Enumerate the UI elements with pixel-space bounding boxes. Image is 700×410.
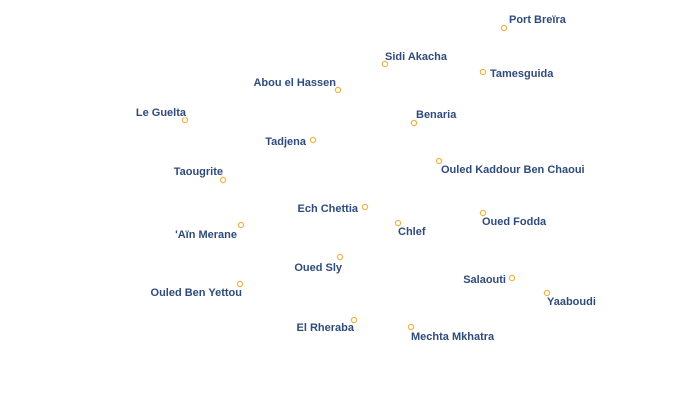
place-marker-yaaboudi[interactable] — [543, 289, 551, 297]
place-label-port-breira[interactable]: Port Breïra — [508, 13, 569, 28]
place-label-ain-merane[interactable]: 'Aïn Merane — [174, 228, 239, 243]
place-marker-tadjena[interactable] — [309, 136, 317, 144]
place-marker-ouled-ben-yettou[interactable] — [236, 280, 244, 288]
place-markers — [181, 24, 551, 331]
place-marker-ech-chettia[interactable] — [361, 203, 369, 211]
place-label-mechta-mkhatra[interactable]: Mechta Mkhatra — [410, 330, 497, 345]
place-label-el-rheraba[interactable]: El Rheraba — [295, 321, 356, 336]
place-marker-le-guelta[interactable] — [181, 116, 189, 124]
place-marker-tamesguida[interactable] — [479, 68, 487, 76]
place-marker-mechta-mkhatra[interactable] — [407, 323, 415, 331]
place-marker-sidi-akacha[interactable] — [381, 60, 389, 68]
place-marker-port-breira[interactable] — [500, 24, 508, 32]
place-label-benaria[interactable]: Benaria — [415, 108, 459, 123]
place-label-ech-chettia[interactable]: Ech Chettia — [296, 202, 360, 217]
place-label-yaaboudi[interactable]: Yaaboudi — [546, 295, 598, 310]
place-marker-oued-fodda[interactable] — [479, 209, 487, 217]
place-label-oued-sly[interactable]: Oued Sly — [293, 261, 345, 276]
place-label-oued-fodda[interactable]: Oued Fodda — [481, 215, 549, 230]
place-label-ouled-kaddour-ben-chaoui[interactable]: Ouled Kaddour Ben Chaoui — [440, 163, 587, 178]
place-label-sidi-akacha[interactable]: Sidi Akacha — [384, 50, 450, 65]
place-label-le-guelta[interactable]: Le Guelta — [134, 106, 188, 121]
place-label-chlef[interactable]: Chlef — [397, 225, 428, 240]
place-marker-salaouti[interactable] — [508, 274, 516, 282]
place-label-salaouti[interactable]: Salaouti — [462, 273, 508, 288]
place-label-ouled-ben-yettou[interactable]: Ouled Ben Yettou — [149, 286, 243, 301]
place-marker-benaria[interactable] — [410, 119, 418, 127]
place-label-tadjena[interactable]: Tadjena — [264, 135, 309, 150]
place-marker-oued-sly[interactable] — [336, 253, 344, 261]
place-marker-taougrite[interactable] — [219, 176, 227, 184]
place-marker-chlef[interactable] — [394, 219, 402, 227]
place-label-taougrite[interactable]: Taougrite — [172, 165, 224, 180]
place-marker-ain-merane[interactable] — [237, 221, 245, 229]
place-marker-abou-el-hassen[interactable] — [334, 86, 342, 94]
place-label-abou-el-hassen[interactable]: Abou el Hassen — [252, 76, 338, 91]
place-label-tamesguida[interactable]: Tamesguida — [489, 67, 556, 82]
place-marker-el-rheraba[interactable] — [350, 316, 358, 324]
place-marker-ouled-kaddour-ben-chaoui[interactable] — [435, 157, 443, 165]
